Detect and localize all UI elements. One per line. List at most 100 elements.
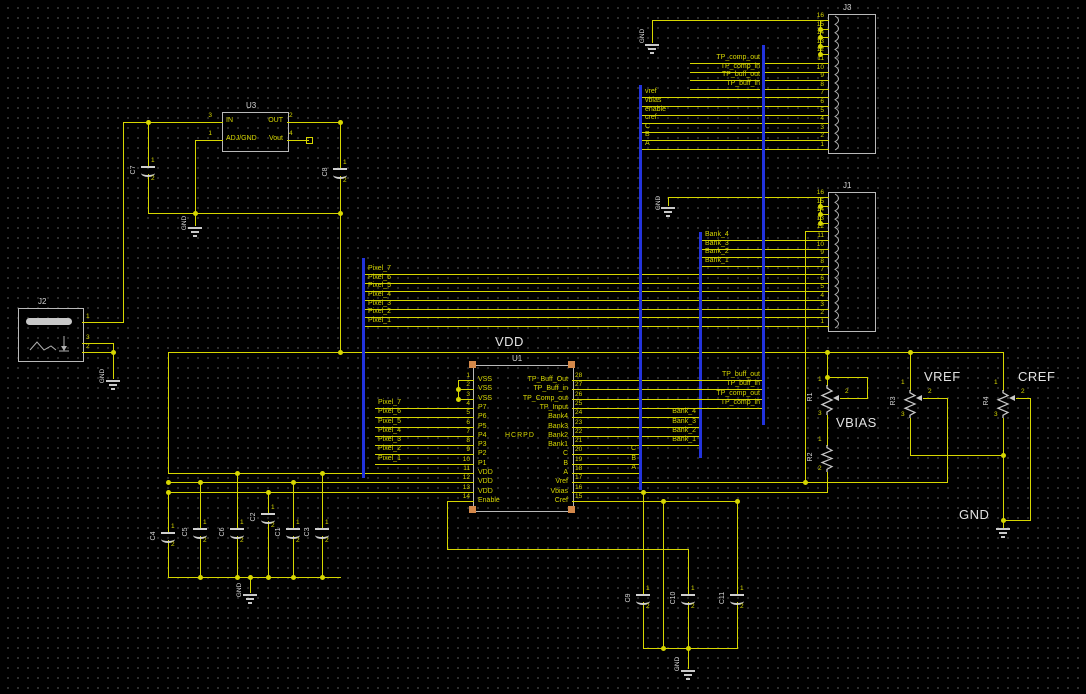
wire-segment[interactable] [820, 214, 829, 215]
net-label[interactable]: Bank_4 [650, 408, 696, 418]
wire-segment[interactable] [763, 80, 829, 81]
wire-segment[interactable] [322, 536, 323, 578]
wire-segment[interactable] [820, 197, 821, 224]
net-label[interactable]: cref [645, 114, 657, 124]
wire-segment[interactable] [820, 29, 829, 30]
wire-segment[interactable] [287, 140, 309, 141]
wire-segment[interactable] [652, 20, 829, 21]
wire-segment[interactable] [322, 473, 323, 529]
wire-segment[interactable] [168, 482, 474, 483]
wire-segment[interactable] [148, 213, 341, 214]
wire-segment[interactable] [572, 408, 764, 409]
net-label[interactable]: TP_comp_in [688, 399, 760, 409]
net-label[interactable]: enable [645, 106, 667, 116]
net-label[interactable]: TP_buff_out [688, 371, 760, 381]
wire-segment[interactable] [763, 72, 829, 73]
wire-segment[interactable] [168, 492, 169, 533]
wire-segment[interactable] [820, 37, 829, 38]
wire-segment[interactable] [447, 501, 474, 502]
wire-segment[interactable] [572, 492, 828, 493]
wire-segment[interactable] [375, 436, 474, 437]
wire-segment[interactable] [572, 445, 701, 446]
wire-segment[interactable] [375, 464, 474, 465]
wire-segment[interactable] [458, 389, 474, 390]
wire-segment[interactable] [447, 501, 448, 550]
wire-segment[interactable] [123, 122, 223, 123]
net-label[interactable]: Bank_2 [705, 248, 729, 258]
wire-segment[interactable] [688, 602, 689, 649]
wire-segment[interactable] [763, 63, 829, 64]
wire-segment[interactable] [640, 97, 829, 98]
component-ref[interactable]: C9 [625, 593, 632, 603]
wire-segment[interactable] [168, 352, 169, 474]
wire-segment[interactable] [1016, 398, 1031, 399]
ground-symbol[interactable] [106, 380, 120, 382]
wire-segment[interactable] [268, 521, 269, 578]
wire-segment[interactable] [820, 46, 829, 47]
wire-segment[interactable] [447, 549, 689, 550]
connector-J2-body[interactable] [18, 308, 84, 362]
potentiometer-R3[interactable] [903, 390, 917, 418]
net-label[interactable]: C [645, 123, 651, 133]
wire-segment[interactable] [572, 501, 738, 502]
wire-segment[interactable] [640, 132, 829, 133]
resistor-R2[interactable] [820, 445, 834, 472]
wire-segment[interactable] [82, 322, 124, 323]
potentiometer-R1[interactable] [820, 385, 834, 415]
wire-segment[interactable] [572, 389, 764, 390]
wire-segment[interactable] [168, 352, 1004, 353]
net-label[interactable]: Pixel_5 [378, 418, 401, 428]
ground-symbol[interactable] [243, 594, 257, 596]
wire-segment[interactable] [910, 418, 911, 456]
wire-segment[interactable] [737, 602, 738, 649]
component-ref[interactable]: C6 [219, 527, 226, 537]
wire-segment[interactable] [195, 140, 196, 226]
component-ref[interactable]: C10 [670, 591, 677, 605]
net-label[interactable]: Bank_3 [650, 418, 696, 428]
wire-segment[interactable] [640, 115, 829, 116]
wire-segment[interactable] [363, 326, 829, 327]
wire-segment[interactable] [572, 473, 641, 474]
wire-segment[interactable] [652, 20, 653, 43]
wire-segment[interactable] [640, 123, 829, 124]
ground-symbol[interactable] [188, 227, 202, 229]
net-label[interactable]: Pixel_3 [368, 300, 391, 310]
net-label[interactable]: TP_comp_out [690, 54, 760, 64]
component-ref[interactable]: R4 [983, 396, 990, 406]
bus-line[interactable] [639, 85, 642, 490]
wire-segment[interactable] [363, 291, 829, 292]
wire-segment[interactable] [827, 415, 828, 446]
wire-segment[interactable] [910, 455, 1004, 456]
wire-segment[interactable] [375, 445, 474, 446]
wire-segment[interactable] [827, 377, 868, 378]
wire-segment[interactable] [640, 140, 829, 141]
wire-segment[interactable] [200, 536, 201, 578]
wire-segment[interactable] [168, 540, 169, 578]
ground-symbol[interactable] [661, 207, 675, 209]
wire-segment[interactable] [363, 283, 829, 284]
net-label[interactable]: B [645, 131, 650, 141]
wire-segment[interactable] [572, 399, 764, 400]
net-label[interactable]: Pixel_3 [378, 436, 401, 446]
wire-segment[interactable] [287, 122, 341, 123]
wire-segment[interactable] [820, 223, 829, 224]
wire-segment[interactable] [363, 274, 829, 275]
component-ref[interactable]: C7 [130, 165, 137, 175]
wire-segment[interactable] [237, 536, 238, 578]
wire-segment[interactable] [572, 454, 641, 455]
net-label[interactable]: Pixel_7 [368, 265, 391, 275]
wire-segment[interactable] [572, 482, 948, 483]
ic-U3-body[interactable] [222, 112, 289, 152]
component-ref[interactable]: C1 [275, 527, 282, 537]
wire-segment[interactable] [113, 343, 114, 379]
wire-segment[interactable] [668, 197, 829, 198]
net-label[interactable]: B [614, 455, 636, 465]
net-label[interactable]: Pixel_1 [378, 455, 401, 465]
wire-segment[interactable] [827, 472, 828, 493]
wire-segment[interactable] [1003, 520, 1031, 521]
wire-segment[interactable] [340, 122, 341, 169]
wire-segment[interactable] [572, 380, 764, 381]
net-label[interactable]: Pixel_2 [378, 445, 401, 455]
wire-segment[interactable] [148, 174, 149, 214]
